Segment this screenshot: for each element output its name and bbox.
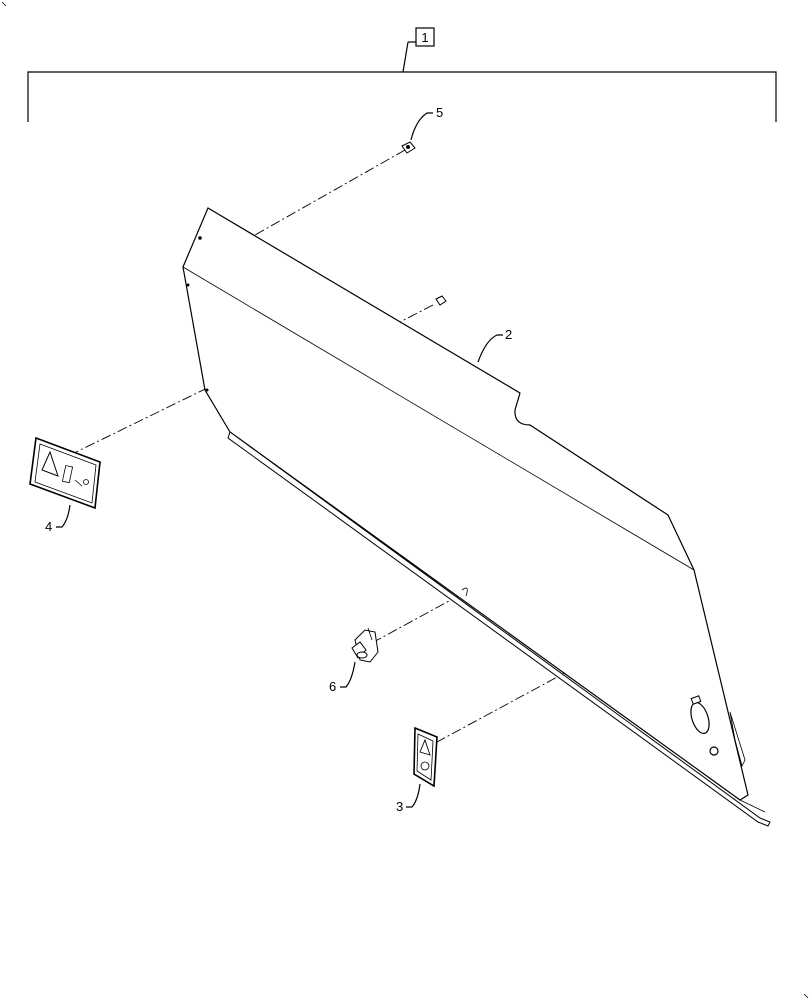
decal-right: [413, 726, 438, 788]
callout-2: 2: [477, 327, 512, 363]
callout-label-3: 3: [396, 799, 403, 814]
callout-label-6: 6: [329, 679, 336, 694]
callout-4: 4: [45, 504, 71, 534]
side-panel: [182, 207, 771, 827]
callout-label-4: 4: [45, 519, 52, 534]
callout-3: 3: [396, 783, 421, 814]
assembly-bracket: 1: [27, 27, 777, 122]
fastener-mid: [435, 295, 447, 306]
decal-left: [29, 436, 101, 510]
callout-box-1: [415, 27, 435, 47]
fastener-top: [401, 141, 416, 154]
callout-label-1: 1: [421, 30, 428, 45]
callout-label-2: 2: [505, 327, 512, 342]
callout-6: 6: [329, 661, 356, 694]
latch-part: [351, 627, 379, 663]
callout-5: 5: [410, 105, 443, 141]
callout-label-5: 5: [436, 105, 443, 120]
